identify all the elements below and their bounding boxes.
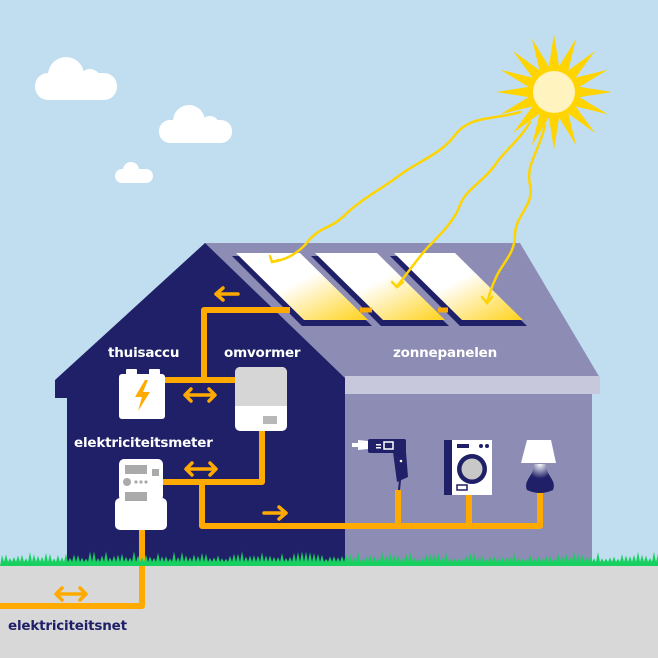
solar-panel (390, 253, 527, 326)
solar-panel (232, 253, 372, 326)
cloud-icon (35, 57, 117, 100)
grass-blades (0, 551, 658, 566)
sun-ray (396, 120, 532, 287)
ray-arrowhead (480, 295, 494, 305)
cable-grid (0, 528, 145, 609)
battery-label: thuisaccu (108, 345, 180, 361)
roof-trim (345, 376, 600, 394)
drill-icon (352, 439, 408, 491)
clouds (35, 57, 232, 183)
washing-machine-icon (444, 440, 492, 495)
battery-icon (119, 369, 165, 419)
arrow-left-icon (214, 286, 240, 302)
arrow-bidirectional-icon (184, 461, 218, 477)
cables (0, 307, 543, 609)
inverter-label: omvormer (224, 345, 301, 361)
solar-panel (311, 253, 449, 326)
grass (0, 551, 658, 566)
solar-panels (232, 253, 527, 326)
lamp-icon (521, 440, 556, 493)
sun-core (533, 71, 575, 113)
cloud-icon (159, 105, 232, 143)
arrow-bidirectional-icon (54, 586, 88, 602)
cable-appliances (199, 482, 543, 529)
sun-ray (270, 110, 522, 264)
sun-rays (268, 110, 547, 305)
arrow-bidirectional-icon (183, 387, 217, 403)
sun-ray (485, 123, 547, 305)
ground (0, 562, 658, 658)
ray-arrowhead (390, 280, 405, 289)
arrow-right-icon (262, 505, 288, 521)
sun-icon (496, 34, 612, 150)
cloud-icon (115, 162, 153, 183)
inverter-icon (235, 367, 287, 431)
solar-panels-label: zonnepanelen (393, 345, 498, 361)
cable-inverter-meter (162, 430, 265, 485)
lightning-icon (135, 380, 150, 411)
cable-panels-inverter (201, 307, 290, 380)
meter-label: elektriciteitsmeter (74, 435, 213, 451)
ray-arrowhead (268, 254, 281, 264)
electricity-meter-icon (115, 459, 167, 530)
grid-label: elektriciteitsnet (8, 618, 127, 634)
